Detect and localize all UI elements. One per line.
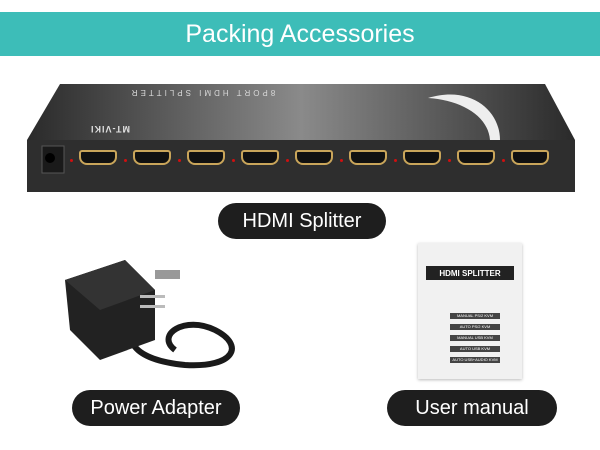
- manual-title: HDMI SPLITTER: [426, 266, 514, 280]
- led-indicator: [232, 159, 235, 162]
- manual-item: MANUAL PS/2 KVM: [450, 313, 500, 319]
- hdmi-splitter-label: HDMI Splitter: [218, 203, 386, 239]
- manual-item: AUTO USB KVM: [450, 346, 500, 352]
- power-adapter-image: [65, 260, 235, 369]
- power-adapter-label-text: Power Adapter: [90, 396, 222, 419]
- hdmi-port: [457, 150, 495, 165]
- manual-item: AUTO PS/2 KVM: [450, 324, 500, 330]
- splitter-brand: MT-VIKI: [90, 124, 130, 134]
- hdmi-port: [403, 150, 441, 165]
- led-indicator: [70, 159, 73, 162]
- led-indicator: [502, 159, 505, 162]
- hdmi-port: [241, 150, 279, 165]
- hdmi-splitter-label-text: HDMI Splitter: [242, 209, 362, 232]
- hdmi-port: [79, 150, 117, 165]
- hdmi-port: [349, 150, 387, 165]
- led-indicator: [448, 159, 451, 162]
- led-indicator: [178, 159, 181, 162]
- hdmi-port: [133, 150, 171, 165]
- banner-title: Packing Accessories: [185, 19, 415, 48]
- splitter-top-text: 8PORT HDMI SPLITTER: [128, 88, 276, 97]
- banner: Packing Accessories: [0, 12, 600, 56]
- led-indicator: [286, 159, 289, 162]
- user-manual-label: User manual: [387, 390, 557, 426]
- led-indicator: [124, 159, 127, 162]
- manual-item: AUTO USB+AUDIO KVM: [450, 357, 500, 363]
- led-indicator: [340, 159, 343, 162]
- splitter-body: [27, 84, 575, 192]
- user-manual-label-text: User manual: [415, 396, 529, 419]
- hdmi-port: [295, 150, 333, 165]
- hdmi-port: [187, 150, 225, 165]
- manual-item: MANUAL USB KVM: [450, 335, 500, 341]
- led-indicator: [394, 159, 397, 162]
- power-adapter-label: Power Adapter: [72, 390, 240, 426]
- user-manual-image: HDMI SPLITTER MANUAL PS/2 KVM AUTO PS/2 K…: [418, 243, 522, 379]
- hdmi-port: [511, 150, 549, 165]
